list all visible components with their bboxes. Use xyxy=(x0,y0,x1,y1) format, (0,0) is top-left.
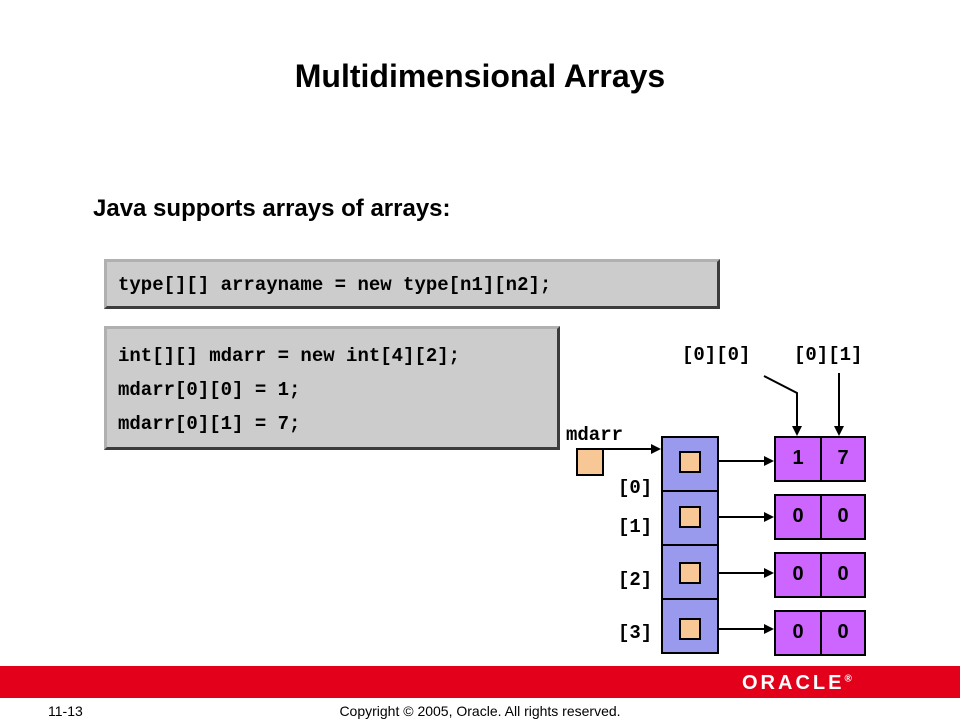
outer-array-cell-0 xyxy=(661,436,719,492)
copyright-notice: Copyright © 2005, Oracle. All rights res… xyxy=(339,703,621,719)
column-0-0-arrow xyxy=(763,375,802,436)
mdarr-label: mdarr xyxy=(566,424,624,446)
row-0-reference xyxy=(679,451,701,473)
oracle-logo: ORACLE® xyxy=(742,672,852,695)
element-1-0: 0 xyxy=(774,494,822,540)
syntax-code-box: type[][] arrayname = new type[n1][n2]; xyxy=(104,259,720,309)
slide-title: Multidimensional Arrays xyxy=(294,58,666,94)
slide-subtitle: Java supports arrays of arrays: xyxy=(93,195,451,222)
syntax-code-line: type[][] arrayname = new type[n1][n2]; xyxy=(118,274,552,296)
oracle-logo-text: ORACLE xyxy=(742,672,845,694)
oracle-logo-mark: ® xyxy=(844,673,852,685)
row-3-reference xyxy=(679,618,701,640)
row-label-2: [2] xyxy=(618,569,653,591)
row-label-0: [0] xyxy=(618,477,653,499)
column-label-0-0: [0][0] xyxy=(682,344,751,366)
element-2-0: 0 xyxy=(774,552,822,598)
row-2-reference xyxy=(679,562,701,584)
element-1-1: 0 xyxy=(820,494,866,540)
footer-brand-band xyxy=(0,666,960,698)
example-code-line-3: mdarr[0][1] = 7; xyxy=(118,413,301,435)
row-label-3: [3] xyxy=(618,622,653,644)
example-code-line-1: int[][] mdarr = new int[4][2]; xyxy=(118,345,461,367)
element-0-0: 1 xyxy=(774,436,822,482)
row-label-1: [1] xyxy=(618,516,653,538)
element-2-1: 0 xyxy=(820,552,866,598)
element-3-0: 0 xyxy=(774,610,822,656)
column-label-0-1: [0][1] xyxy=(794,344,863,366)
element-0-1: 7 xyxy=(820,436,866,482)
row-1-reference xyxy=(679,506,701,528)
example-code-box: int[][] mdarr = new int[4][2]; mdarr[0][… xyxy=(104,326,560,450)
example-code-line-2: mdarr[0][0] = 1; xyxy=(118,379,301,401)
mdarr-reference-cell xyxy=(576,448,604,476)
slide-number: 11-13 xyxy=(48,703,83,719)
element-3-1: 0 xyxy=(820,610,866,656)
